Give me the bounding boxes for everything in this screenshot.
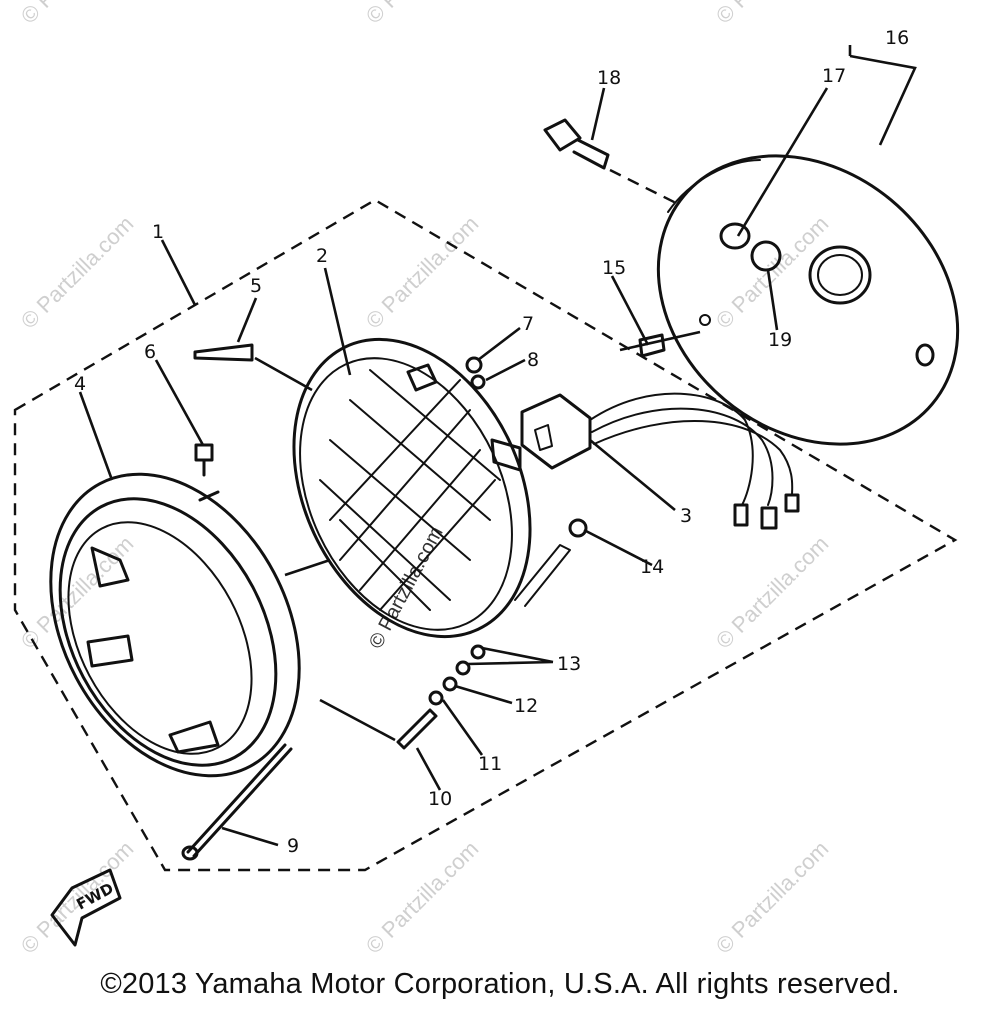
callout-10: 10 xyxy=(428,788,452,810)
callout-6: 6 xyxy=(144,341,156,363)
watermark-text: © Partzilla.com xyxy=(361,836,484,959)
collar-10 xyxy=(396,708,438,750)
callout-1: 1 xyxy=(152,221,164,243)
washer-13a xyxy=(455,660,471,676)
screw-9 xyxy=(186,743,293,858)
headlight-exploded-diagram: © Partzilla.com © Partzilla.com © Partzi… xyxy=(13,0,960,959)
callout-17: 17 xyxy=(822,65,846,87)
callout-labels: 1 2 3 4 5 6 7 8 9 10 11 12 13 14 15 16 1… xyxy=(74,27,909,857)
headlight-case xyxy=(656,154,960,446)
callout-5: 5 xyxy=(250,275,262,297)
screw-18 xyxy=(543,118,610,170)
hardware-parts xyxy=(181,118,666,861)
callout-4: 4 xyxy=(74,373,86,395)
bracket-15 xyxy=(638,333,666,358)
watermark-text: © Partzilla.com xyxy=(711,836,834,959)
washer-11 xyxy=(428,690,444,706)
sealed-beam-unit xyxy=(292,337,532,639)
callout-8: 8 xyxy=(527,349,539,371)
callout-18: 18 xyxy=(597,67,621,89)
watermark-text: © Partzilla.com xyxy=(711,211,834,334)
callout-9: 9 xyxy=(287,835,299,857)
callout-12: 12 xyxy=(514,695,538,717)
spring-5 xyxy=(193,343,254,362)
nut-14 xyxy=(568,518,588,538)
washer-13b xyxy=(470,644,486,660)
callout-15: 15 xyxy=(602,257,626,279)
callout-16: 16 xyxy=(885,27,909,49)
callout-14: 14 xyxy=(640,556,664,578)
explode-lines xyxy=(254,168,701,742)
watermark-layer: © Partzilla.com © Partzilla.com © Partzi… xyxy=(16,0,834,959)
copyright-notice: ©2013 Yamaha Motor Corporation, U.S.A. A… xyxy=(100,968,900,1000)
watermark-text: © Partzilla.com xyxy=(711,531,834,654)
nut-7 xyxy=(465,356,483,374)
assembly-outline xyxy=(13,198,958,872)
callout-2: 2 xyxy=(316,245,328,267)
nut-8 xyxy=(470,374,486,390)
callout-19: 19 xyxy=(768,329,792,351)
callout-3: 3 xyxy=(680,505,692,527)
callout-13: 13 xyxy=(557,653,581,675)
screw-6 xyxy=(194,443,214,477)
callout-11: 11 xyxy=(478,753,502,775)
watermark-text: © Partzilla.com xyxy=(361,211,484,334)
callout-leaders xyxy=(78,45,917,847)
wiring-connector xyxy=(520,392,800,530)
watermark-text: © Partzilla.com xyxy=(361,0,484,29)
callout-7: 7 xyxy=(522,313,534,335)
watermark-text: © Partzilla.com xyxy=(16,531,139,654)
washer-12 xyxy=(442,676,458,692)
watermark-text: © Partzilla.com xyxy=(16,0,139,29)
watermark-text: © Partzilla.com xyxy=(711,0,834,29)
headlight-rim xyxy=(49,472,301,778)
watermark-text: © Partzilla.com xyxy=(16,211,139,334)
